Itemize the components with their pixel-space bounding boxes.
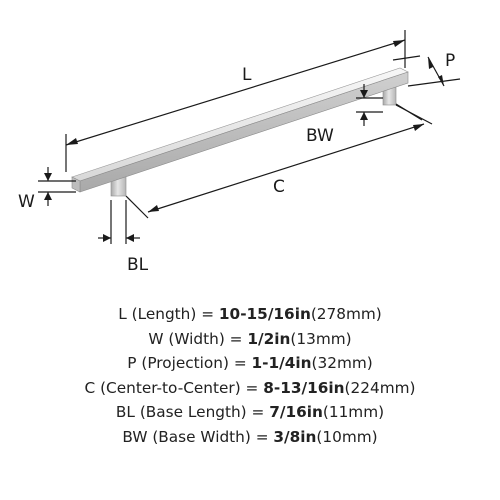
- spec-metric: (32mm): [311, 354, 373, 372]
- projection-dimension: P: [392, 51, 461, 87]
- spec-eq: =: [233, 354, 247, 372]
- width-dimension: W: [18, 167, 76, 212]
- spec-name: (Center-to-Center): [100, 378, 241, 397]
- center-label: C: [273, 177, 285, 197]
- spec-key: BL: [115, 403, 135, 421]
- spec-eq: =: [251, 403, 265, 421]
- spec-key: BW: [122, 427, 148, 446]
- spec-metric: (10mm): [316, 427, 378, 446]
- bar-top-face: [71, 67, 409, 182]
- spec-name: (Projection): [141, 354, 229, 372]
- base-width-label: BW: [306, 126, 334, 146]
- spec-eq: =: [245, 378, 259, 397]
- length-dimension: L: [65, 30, 406, 172]
- handle-dimension-diagram: L P BW W C: [18, 30, 461, 275]
- spec-row-bl: BL (Base Length) = 7/16in(11mm): [0, 400, 500, 425]
- spec-key: C: [84, 378, 96, 397]
- base-length-label: BL: [127, 255, 149, 275]
- spec-row-p: P (Projection) = 1-1/4in(32mm): [0, 351, 500, 376]
- spec-eq: =: [255, 427, 269, 446]
- spec-value: 3/8in: [273, 427, 317, 446]
- width-label: W: [18, 192, 35, 212]
- spec-key: L: [118, 305, 127, 323]
- spec-key: P: [127, 354, 137, 372]
- spec-metric: (13mm): [290, 329, 352, 348]
- spec-metric: (11mm): [322, 403, 385, 421]
- spec-eq: =: [229, 329, 243, 348]
- spec-metric: (224mm): [344, 378, 416, 397]
- projection-label: P: [445, 51, 455, 71]
- spec-row-c: C (Center-to-Center) = 8-13/16in(224mm): [0, 376, 500, 401]
- spec-value: 1/2in: [247, 329, 291, 348]
- center-dimension: C: [125, 104, 433, 219]
- spec-row-bw: BW (Base Width) = 3/8in(10mm): [0, 425, 500, 450]
- spec-name: (Base Length): [139, 403, 247, 421]
- spec-value: 8-13/16in: [263, 378, 345, 397]
- spec-name: (Base Width): [152, 427, 251, 446]
- specification-list: L (Length) = 10-15/16in(278mm)W (Width) …: [0, 302, 500, 449]
- spec-name: (Length): [131, 305, 197, 323]
- spec-value: 7/16in: [269, 403, 323, 421]
- length-label: L: [242, 65, 252, 85]
- base-length-dimension: BL: [98, 200, 149, 275]
- spec-key: W: [148, 329, 164, 348]
- spec-value: 1-1/4in: [251, 354, 312, 372]
- spec-eq: =: [201, 305, 215, 323]
- spec-row-l: L (Length) = 10-15/16in(278mm): [0, 302, 500, 327]
- spec-name: (Width): [168, 329, 225, 348]
- handle-illustration: [71, 67, 409, 197]
- spec-metric: (278mm): [310, 305, 382, 323]
- spec-value: 10-15/16in: [218, 305, 311, 323]
- spec-row-w: W (Width) = 1/2in(13mm): [0, 327, 500, 352]
